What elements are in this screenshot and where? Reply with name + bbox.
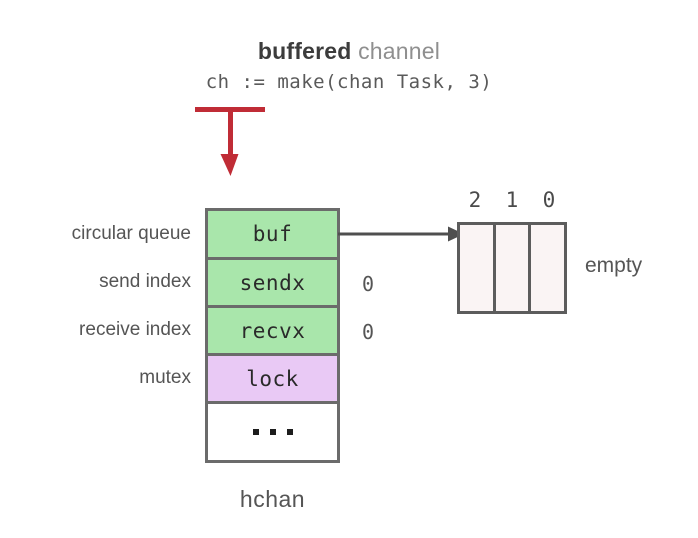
buf-pointer-arrow-icon — [338, 226, 464, 242]
buffer-slot-1 — [492, 225, 529, 311]
buffer-slot-2 — [460, 225, 493, 311]
hchan-struct-box: buf sendx recvx lock — [205, 208, 340, 463]
slot-index-label-0: 0 — [542, 188, 556, 212]
struct-row-recvx: recvx — [208, 308, 337, 356]
buffer-state-label: empty — [585, 254, 643, 277]
circular-buffer-slots — [457, 222, 567, 314]
field-label-mutex: mutex — [139, 367, 191, 388]
sendx-value: 0 — [362, 272, 375, 296]
slot-index-label-2: 2 — [468, 188, 482, 212]
title-code-line: ch := make(chan Task, 3) — [205, 71, 493, 93]
struct-row-ellipsis — [208, 404, 337, 460]
incoming-send-arrow-icon — [195, 107, 265, 176]
struct-row-sendx: sendx — [208, 260, 337, 308]
struct-row-buf: buf — [208, 211, 337, 260]
title-rest: channel — [351, 38, 441, 64]
field-label-circular-queue: circular queue — [71, 223, 191, 244]
buffer-slot-0 — [528, 225, 565, 311]
field-label-send-index: send index — [99, 271, 191, 292]
slot-index-label-1: 1 — [505, 188, 519, 212]
hchan-caption: hchan — [239, 486, 306, 512]
recvx-value: 0 — [362, 320, 375, 344]
struct-row-lock: lock — [208, 356, 337, 404]
diagram-title: buffered channel — [0, 38, 698, 65]
field-label-receive-index: receive index — [79, 319, 191, 340]
title-emphasis: buffered — [257, 38, 352, 64]
ellipsis-icon — [252, 429, 293, 435]
